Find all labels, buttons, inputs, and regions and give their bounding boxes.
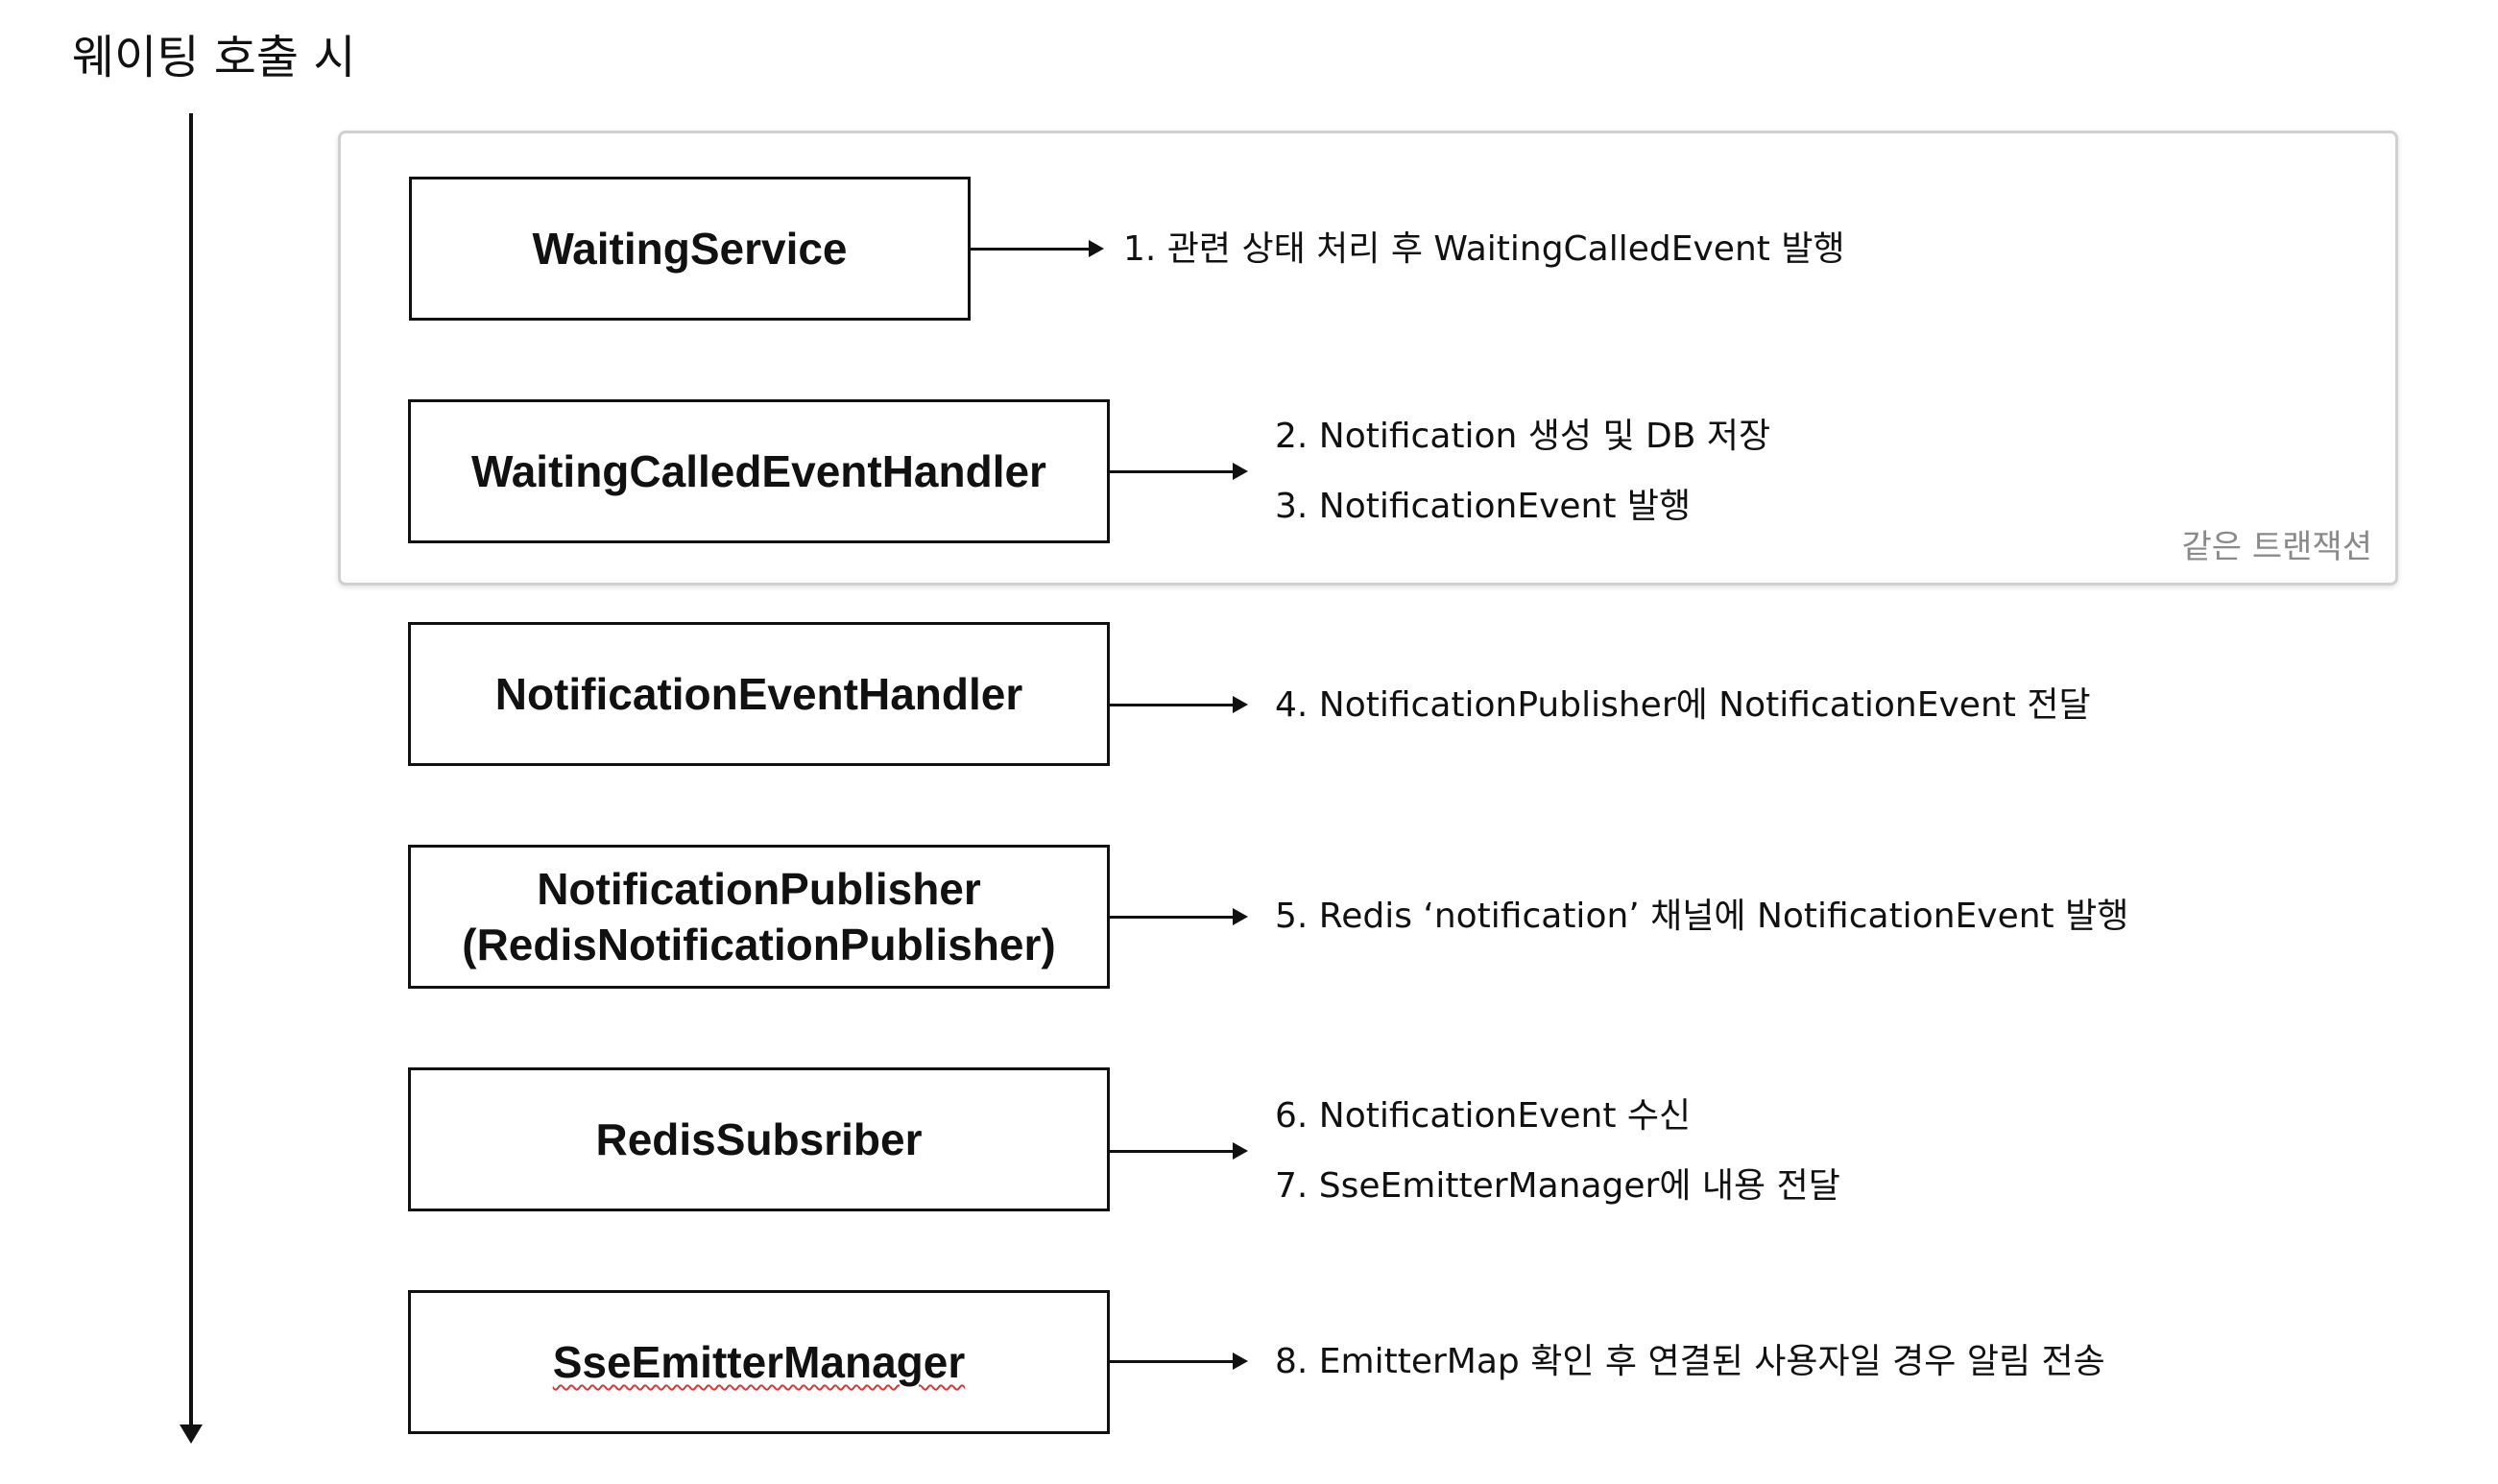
node-label: RedisSubsriber [595,1114,923,1164]
arrow-step-2-3 [1108,463,1248,480]
arrow-step-5 [1108,908,1248,925]
node-sse-emitter-manager: SseEmitterManager [408,1290,1110,1434]
step-7-text: 7. SseEmitterManager에 내용 전달 [1275,1166,1840,1206]
node-waiting-service: WaitingService [409,177,971,321]
arrow-step-6-7 [1108,1142,1248,1160]
step-8-text: 8. EmitterMap 확인 후 연결된 사용자일 경우 알림 전송 [1275,1342,2105,1381]
arrow-step-4 [1108,696,1248,713]
node-label: WaitingService [532,224,848,274]
node-label: NotificationEventHandler [494,669,1023,719]
step-4-text: 4. NotificationPublisher에 NotificationEv… [1275,685,2091,725]
diagram-title: 웨이팅 호출 시 [72,31,356,84]
timeline-arrowhead [180,1424,203,1444]
timeline-line [189,113,193,1430]
node-waiting-called-event-handler: WaitingCalledEventHandler [408,399,1110,543]
node-notification-publisher: NotificationPublisher (RedisNotification… [408,845,1110,989]
node-label: WaitingCalledEventHandler [471,446,1046,496]
step-3-text: 3. NotificationEvent 발행 [1275,487,1692,526]
same-transaction-label: 같은 트랜잭션 [2181,528,2373,566]
step-5-text: 5. Redis ‘notification’ 채널에 Notification… [1275,897,2129,936]
node-label: SseEmitterManager [552,1337,966,1387]
arrow-step-8 [1108,1352,1248,1370]
node-label: NotificationPublisher (RedisNotification… [462,864,1056,969]
step-2-text: 2. Notification 생성 및 DB 저장 [1275,417,1771,456]
step-6-text: 6. NotificationEvent 수신 [1275,1096,1692,1136]
step-1-text: 1. 관련 상태 처리 후 WaitingCalledEvent 발행 [1123,229,1845,269]
arrow-step-1 [969,240,1104,257]
node-redis-subscriber: RedisSubsriber [408,1067,1110,1211]
node-notification-event-handler: NotificationEventHandler [408,622,1110,766]
